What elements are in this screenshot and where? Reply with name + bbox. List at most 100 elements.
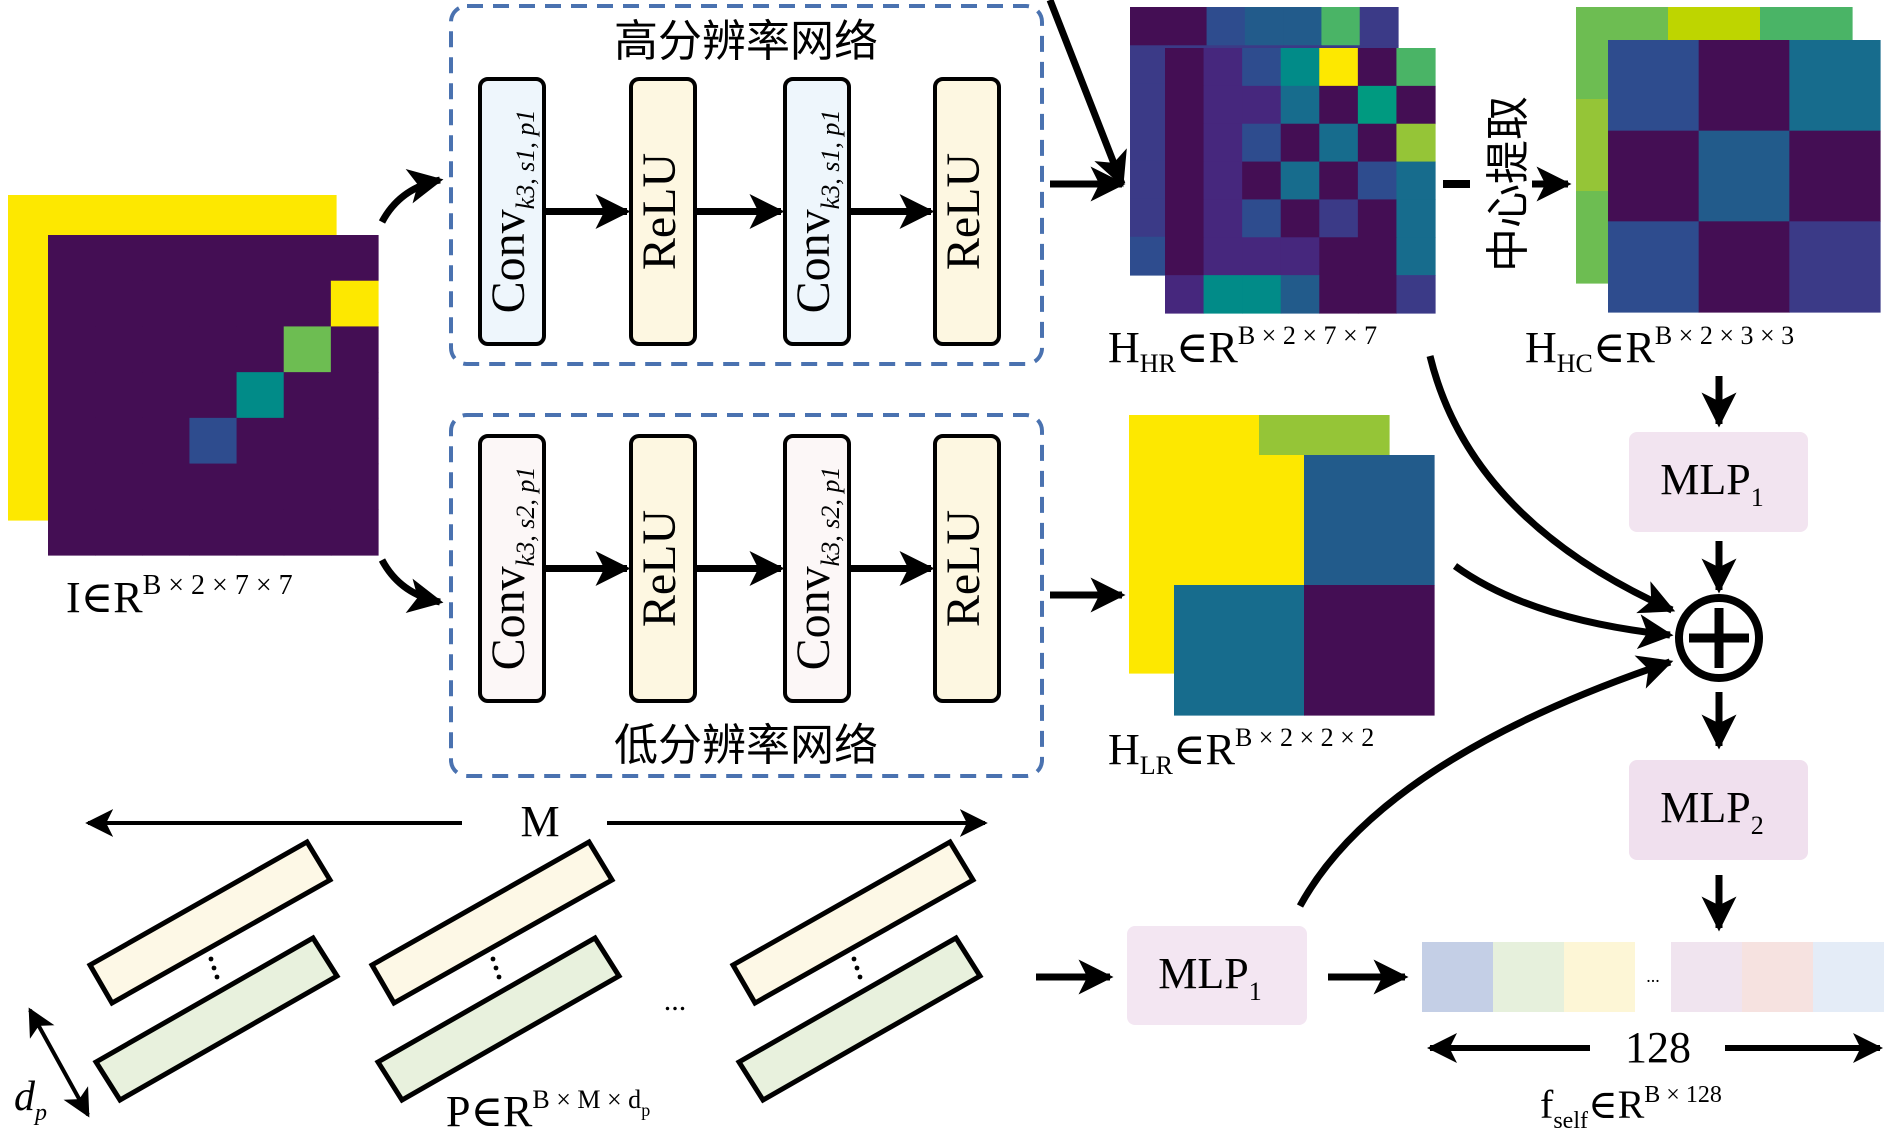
input-front-cell	[48, 417, 96, 465]
patch-vdots	[208, 956, 214, 962]
h-hr-front-cell	[1280, 123, 1320, 163]
input-front-cell	[330, 509, 379, 556]
input-back-cell	[8, 195, 56, 243]
h-hr-front-cell	[1203, 123, 1243, 163]
patch-vdots	[211, 965, 217, 971]
h-hr-front-cell	[1203, 275, 1243, 314]
relu-block: ReLU	[933, 77, 1001, 346]
h-hr-front-cell	[1319, 85, 1359, 125]
input-front-cell	[189, 509, 238, 556]
h-hr-front-cell	[1165, 199, 1205, 238]
h-hc-front-cell	[1789, 221, 1881, 313]
h-hr-front-cell	[1357, 161, 1398, 201]
input-front-cell	[48, 235, 96, 282]
patch-vdots	[214, 974, 220, 980]
h-hr-front-cell	[1280, 161, 1320, 201]
input-front-cell	[283, 372, 332, 419]
arrow-input-to-lr	[378, 558, 444, 613]
input-front-cell	[95, 326, 143, 373]
h-hr-front-cell	[1357, 48, 1398, 87]
input-front-cell	[236, 372, 285, 419]
h-hr-back-cell	[1130, 198, 1169, 238]
hr-network-title: 高分辨率网络	[614, 16, 878, 67]
h-hr-front-cell	[1242, 275, 1282, 314]
input-front-cell	[142, 509, 191, 556]
h-hr-back-cell	[1168, 7, 1208, 46]
h-hr-back-cell	[1283, 7, 1323, 46]
lr-network-title: 低分辨率网络	[614, 720, 878, 771]
arrow-mlp-bottom-to-plus	[1296, 655, 1674, 908]
input-front-cell	[189, 417, 238, 465]
h-hr-front-cell	[1203, 85, 1243, 125]
f-self-ellipsis: ...	[1646, 966, 1660, 986]
block-label: Convk3, s2, p1	[787, 467, 845, 671]
input-front-cell	[95, 417, 143, 465]
input-front-cell	[48, 509, 96, 556]
input-front-cell	[48, 280, 96, 328]
input-tensor: I∈RB × 2 × 7 × 7	[8, 195, 379, 622]
h-hc-front-cell	[1789, 130, 1881, 222]
input-front-cell	[189, 372, 238, 419]
width-label: 128	[1625, 1023, 1691, 1072]
f-self-cell	[1742, 942, 1813, 1012]
input-front-cell	[236, 509, 285, 556]
patch-last	[92, 934, 341, 1104]
input-front-cell	[48, 463, 96, 510]
patch-vdots	[857, 974, 863, 980]
patches-label: P∈RB × M × dp	[446, 1085, 650, 1136]
input-front-cell	[189, 235, 238, 282]
input-front-cell	[95, 235, 143, 282]
h-hc-front-cell	[1608, 40, 1700, 132]
h-hr-front-cell	[1203, 161, 1243, 201]
h-hr-front-cell	[1357, 199, 1398, 238]
h-lr-front-cell	[1174, 585, 1305, 716]
patch-vdots	[490, 956, 496, 962]
input-front-cell	[330, 280, 379, 328]
input-front-cell	[95, 509, 143, 556]
h-hc-front-cell	[1789, 40, 1881, 132]
patch-first	[729, 838, 977, 1007]
input-front-cell	[330, 372, 379, 419]
input-front-cell	[236, 235, 285, 282]
f-self-cell	[1493, 942, 1564, 1012]
h-lr-heatmap-front	[1174, 455, 1435, 716]
block-label: ReLU	[633, 153, 686, 270]
mlp1-bottom-box: MLP1	[1127, 926, 1307, 1025]
h-hc-front-cell	[1608, 130, 1700, 222]
h-hr-front-cell	[1396, 199, 1436, 238]
input-front-cell	[330, 326, 379, 373]
input-front-cell	[283, 417, 332, 465]
block-label: ReLU	[937, 510, 990, 627]
h-hr-front-cell	[1319, 48, 1359, 87]
h-hr-back-cell	[1130, 236, 1169, 276]
input-front-cell	[283, 463, 332, 510]
input-front-cell	[330, 417, 379, 465]
h-lr-front-cell	[1304, 585, 1435, 716]
input-front-cell	[95, 463, 143, 510]
input-back-cell	[8, 334, 56, 382]
input-back-cell	[8, 427, 56, 475]
h-hr-front-cell	[1396, 85, 1436, 125]
input-back-cell	[8, 473, 56, 521]
input-front-cell	[95, 372, 143, 419]
input-front-cell	[142, 280, 191, 328]
h-hr-front-cell	[1280, 199, 1320, 238]
h-hr-front-cell	[1280, 48, 1320, 87]
block-label: Convk3, s1, p1	[787, 110, 845, 314]
mlp1-bottom-label: MLP1	[1158, 949, 1261, 1006]
h-hc-front-cell	[1698, 130, 1790, 222]
h-hr-front-cell	[1396, 123, 1436, 163]
input-front-cell	[142, 235, 191, 282]
h-hr-front-cell	[1357, 275, 1398, 314]
h-hr-front-cell	[1280, 85, 1320, 125]
h-hr-front-cell	[1357, 123, 1398, 163]
f-self-cell	[1671, 942, 1742, 1012]
patch-vdots	[493, 965, 499, 971]
f-self-cell	[1813, 942, 1884, 1012]
h-hr-front-cell	[1242, 123, 1282, 163]
patch-last	[735, 934, 984, 1104]
patch-group	[86, 838, 341, 1104]
